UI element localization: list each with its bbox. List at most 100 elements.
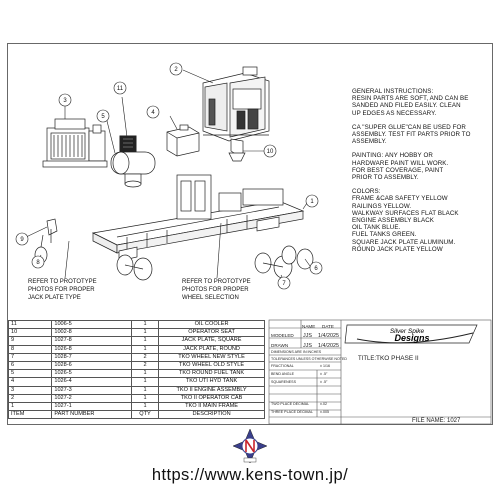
- bom-cell-part: 1026-8: [51, 344, 132, 354]
- engine-assembly-drawing: [42, 118, 108, 168]
- bom-cell-part: 1027-1: [51, 401, 132, 412]
- note-colors: COLORS: FRAME &CAB SAFETY YELLOW RAILING…: [352, 188, 459, 253]
- bom-cell-item: 8: [7, 344, 53, 354]
- callout-numbers: 1 2 3 4 5 6 7 8 9 10 11: [20, 67, 318, 287]
- bom-cell-item: 1: [7, 401, 53, 412]
- bom-cell-item: 6: [7, 360, 53, 371]
- main-frame-drawing: [91, 174, 305, 262]
- bom-cell-part: 1026-5: [51, 369, 132, 379]
- callout-2: 2: [174, 67, 178, 73]
- callout-7: 7: [282, 281, 286, 287]
- bom-cell-part: 1026-4: [51, 377, 132, 387]
- bom-cell-item: 4: [7, 377, 53, 387]
- general-notes: GENERAL INSTRUCTIONS: RESIN PARTS ARE SO…: [352, 88, 492, 260]
- bom-cell-item: 7: [7, 352, 53, 362]
- tb-file-label: FILE NAME:: [412, 418, 446, 424]
- tb-file: 1027: [447, 418, 461, 424]
- jack-plate-ref-note: REFER TO PROTOTYPE PHOTOS FOR PROPER JAC…: [28, 279, 97, 301]
- tb-square-label: SQUARENESS: [271, 380, 296, 384]
- bom-cell-item: 3: [7, 385, 53, 395]
- bom-cell-qty: 1: [130, 369, 160, 379]
- logo-line2: Designs: [394, 333, 429, 343]
- note-general: GENERAL INSTRUCTIONS: RESIN PARTS ARE SO…: [352, 88, 469, 117]
- bom-cell-qty: 2: [130, 352, 160, 362]
- bom-cell-desc: JACK PLATE, SQUARE: [158, 336, 265, 346]
- bom-cell-qty: 1: [130, 319, 160, 330]
- bom-cell-qty: 1: [130, 336, 160, 346]
- bom-cell-item: 10: [7, 328, 53, 338]
- tb-modeled-label: MODELED: [271, 333, 294, 338]
- callouts: [15, 62, 323, 290]
- bom-cell-desc: OPERATOR SEAT: [158, 328, 265, 338]
- operator-seat-drawing: [228, 138, 246, 162]
- tb-title-label: TITLE:: [358, 356, 377, 362]
- tb-date-hdr: DATE: [322, 324, 334, 329]
- callout-4: 4: [151, 110, 155, 116]
- bom-cell-qty: 2: [130, 360, 160, 371]
- wheel-old-style-drawing: [116, 254, 153, 281]
- bom-cell-desc: TKO II MAIN FRAME: [158, 401, 265, 412]
- tb-three-place-val: ±.005: [320, 410, 329, 414]
- bom-header-item: ITEM: [7, 410, 53, 420]
- tb-title: TKO PHASE II: [376, 355, 419, 362]
- bom-cell-desc: TKO II ENGINE ASSEMBLY: [158, 385, 265, 395]
- note-painting: PAINTING: ANY HOBBY OR HARDWARE PAINT WI…: [352, 152, 449, 182]
- tb-two-place-val: ±.02: [320, 402, 327, 406]
- bom-cell-part: 1028-7: [51, 352, 132, 362]
- bom-cell-qty: 1: [130, 385, 160, 395]
- wheel-ref-leader: [216, 222, 222, 279]
- hyd-tank-drawing: [166, 124, 200, 157]
- website-url[interactable]: https://www.kens-town.jp/: [151, 466, 349, 484]
- bom-cell-desc: TKO WHEEL NEW STYLE: [158, 352, 265, 362]
- bom-cell-desc: TKO II OPERATOR CAB: [158, 393, 265, 403]
- tb-modeled-date: 1/4/2025: [318, 333, 339, 339]
- bom-cell-part: 1027-8: [51, 336, 132, 346]
- tb-dims: DIMENSIONS ARE IN INCHES: [271, 350, 322, 354]
- tb-tolerances: TOLERANCES UNLESS OTHERWISE NOTED: [271, 357, 347, 361]
- callout-1: 1: [310, 199, 314, 205]
- bom-cell-desc: OIL COOLER: [158, 319, 265, 330]
- callout-6: 6: [314, 266, 318, 272]
- bom-cell-item: 2: [7, 393, 53, 403]
- bom-cell-qty: 1: [130, 401, 160, 412]
- bom-header-desc: DESCRIPTION: [158, 410, 265, 420]
- callout-10: 10: [267, 149, 274, 155]
- tb-name-hdr: NAME: [302, 324, 316, 329]
- bom-header-qty: QTY: [130, 410, 160, 420]
- tb-two-place-label: TWO PLACE DECIMAL: [271, 402, 310, 406]
- bom-cell-desc: TKO WHEEL OLD STYLE: [158, 360, 265, 371]
- title-block-frame: [268, 319, 492, 425]
- wheel-ref-note: REFER TO PROTOTYPE PHOTOS FOR PROPER WHE…: [182, 279, 251, 301]
- bom-cell-item: 5: [7, 369, 53, 379]
- tb-bend-label: BEND ANGLE: [271, 372, 294, 376]
- kens-town-logo: [232, 428, 268, 464]
- tb-bend-val: ± .5°: [320, 372, 328, 376]
- tb-modeled-name: JJS: [303, 333, 312, 339]
- bom-cell-part: 1027-3: [51, 385, 132, 395]
- bom-header-part: PART NUMBER: [51, 410, 132, 420]
- bom-cell-part: 1027-2: [51, 393, 132, 403]
- tb-fractional-label: FRACTIONAL: [271, 364, 294, 368]
- bom-cell-qty: 1: [130, 344, 160, 354]
- callout-9: 9: [20, 237, 24, 243]
- tb-drawn-label: DRAWN: [271, 343, 289, 348]
- tb-three-place-label: THREE PLACE DECIMAL: [271, 410, 313, 414]
- tb-square-val: ± .5°: [320, 380, 328, 384]
- tb-fractional-val: ± 1/16: [320, 364, 330, 368]
- bom-cell-qty: 1: [130, 328, 160, 338]
- fuel-tank-drawing: [110, 151, 156, 188]
- bom-cell-desc: TKO ROUND FUEL TANK: [158, 369, 265, 379]
- tb-drawn-name: JJS: [303, 343, 312, 349]
- bom-cell-item: 11: [7, 319, 53, 330]
